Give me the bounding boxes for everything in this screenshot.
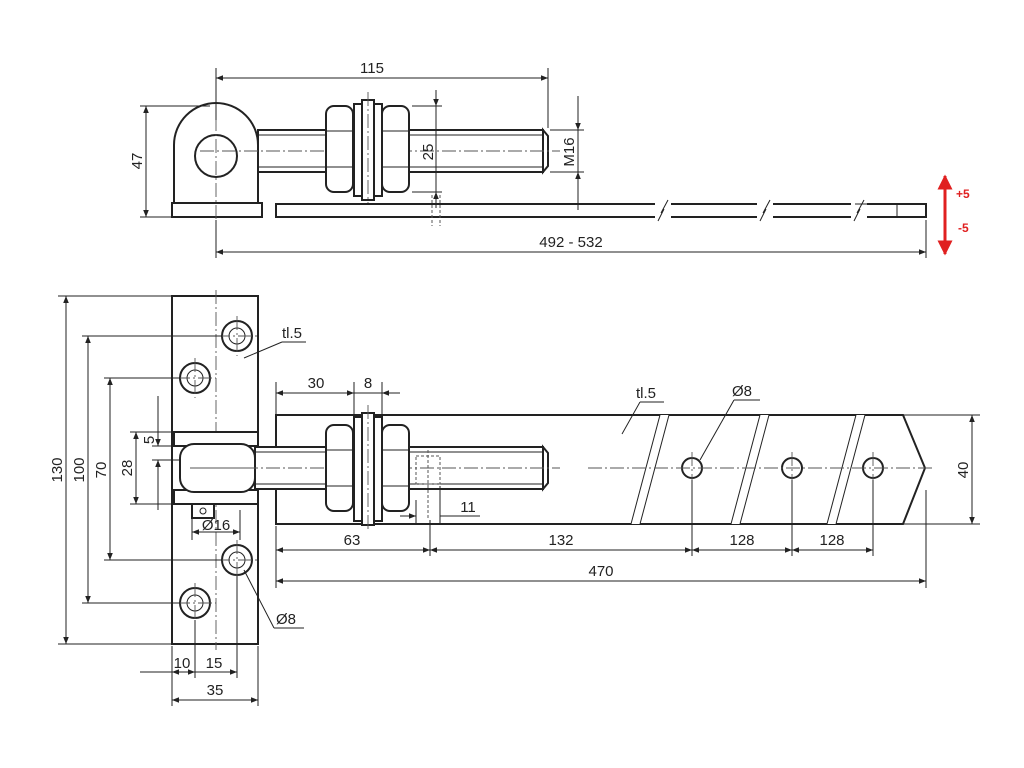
strap-thickness-label: tl.5 — [636, 385, 656, 402]
strap-side — [275, 203, 927, 218]
dim-30: 30 — [308, 375, 325, 392]
dim-70: 70 — [93, 462, 110, 479]
pin-stem — [191, 503, 215, 519]
dim-128-b: 128 — [819, 532, 844, 549]
plate-hole-dia-label: Ø8 — [276, 611, 296, 628]
strap-hole-dia-label: Ø8 — [732, 383, 752, 400]
tolerance-minus: -5 — [958, 221, 969, 235]
dim-28: 28 — [119, 460, 136, 477]
dim-492-532: 492 - 532 — [539, 234, 602, 251]
lug-base-plate — [171, 202, 263, 218]
nut-right — [381, 105, 410, 193]
dim-35: 35 — [207, 682, 224, 699]
dim-115: 115 — [360, 60, 384, 77]
strap-holes — [681, 452, 884, 484]
plate-holes — [176, 316, 258, 623]
top-view: 115 47 25 M16 492 - 532 +5 -5 — [129, 60, 970, 258]
dim-5: 5 — [141, 436, 158, 444]
rod-front-chamfer — [542, 444, 549, 492]
nut-right-front — [381, 424, 410, 512]
dim-40: 40 — [955, 462, 972, 479]
dim-100: 100 — [71, 457, 88, 482]
nut-left — [325, 105, 354, 193]
tolerance-indicator: +5 -5 — [937, 174, 970, 256]
dim-15: 15 — [206, 655, 223, 672]
dim-63: 63 — [344, 532, 361, 549]
strap-breaks — [630, 414, 866, 525]
plate-thickness-label: tl.5 — [282, 325, 302, 342]
nut-left-front — [325, 424, 354, 512]
dim-8: 8 — [364, 375, 372, 392]
dim-130: 130 — [49, 457, 66, 482]
rod-chamfer — [542, 127, 549, 175]
dim-10: 10 — [174, 655, 191, 672]
dim-132: 132 — [548, 532, 573, 549]
strap-break-marks — [655, 199, 926, 222]
tolerance-plus: +5 — [956, 187, 970, 201]
dim-dia16: Ø16 — [202, 517, 230, 534]
dim-m16: M16 — [561, 137, 578, 166]
dim-11: 11 — [460, 499, 476, 516]
dim-25: 25 — [420, 144, 437, 161]
front-view: 130 100 70 28 5 30 8 Ø16 — [49, 290, 980, 706]
dim-47: 47 — [129, 153, 146, 170]
dim-470: 470 — [588, 563, 613, 580]
strap — [275, 414, 927, 525]
dim-128-a: 128 — [729, 532, 754, 549]
